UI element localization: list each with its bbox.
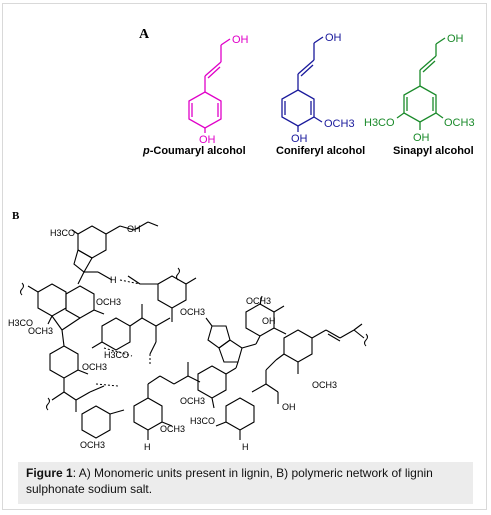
panel-a-label: A — [139, 27, 150, 42]
label-h-lowright: H — [242, 442, 249, 452]
label-och3-lowmid: OCH3 — [312, 380, 337, 390]
sinapyl-name: Sinapyl alcohol — [393, 145, 474, 157]
label-h3co-top: H3CO — [50, 228, 75, 238]
coniferyl-methoxy: OCH3 — [324, 118, 355, 130]
sinapyl-oh-top: OH — [447, 33, 464, 45]
p-coumaryl-structure — [188, 38, 231, 133]
figure-caption: Figure 1: A) Monomeric units present in … — [26, 465, 471, 497]
label-h-bond: H — [110, 275, 117, 285]
label-h3co-left: H3CO — [8, 318, 33, 328]
sinapyl-methoxy-right: OCH3 — [444, 117, 475, 129]
panel-b-label: B — [12, 210, 20, 222]
p-coumaryl-oh-bottom: OH — [199, 134, 216, 146]
p-coumaryl-name: p-Coumaryl alcohol — [143, 145, 246, 157]
label-oh-tail: OH — [127, 224, 141, 234]
wavy-bond-ends — [20, 267, 368, 411]
label-h-low: H — [144, 442, 151, 452]
label-och3-2: OCH3 — [28, 326, 53, 336]
label-och3-3: OCH3 — [180, 307, 205, 317]
label-och3-center: OCH3 — [180, 396, 205, 406]
coniferyl-name: Coniferyl alcohol — [276, 145, 366, 157]
lignin-network-structure — [27, 221, 365, 440]
sinapyl-methoxy-left: H3CO — [364, 117, 395, 129]
label-och3-lowright: OCH3 — [160, 424, 185, 434]
label-och3-1: OCH3 — [96, 297, 121, 307]
sinapyl-structure — [396, 37, 446, 130]
label-h3co-lowright: H3CO — [190, 416, 215, 426]
label-h3co-mid: H3CO — [104, 350, 129, 360]
label-och3-right: OCH3 — [246, 296, 271, 306]
label-oh-ring: OH — [262, 316, 276, 326]
label-oh-right: OH — [282, 402, 296, 412]
coniferyl-oh-top: OH — [325, 32, 342, 44]
label-och3-bottom: OCH3 — [80, 440, 105, 450]
hydrogen-bonds — [95, 279, 151, 387]
coniferyl-structure — [281, 36, 324, 132]
sinapyl-oh-bottom: OH — [413, 132, 430, 144]
label-och3-4: OCH3 — [82, 362, 107, 372]
caption-background — [18, 462, 473, 504]
p-coumaryl-oh-top: OH — [232, 34, 249, 46]
caption-label: Figure 1 — [26, 466, 73, 480]
coniferyl-oh-bottom: OH — [291, 133, 308, 145]
figure-frame — [2, 3, 487, 510]
caption-text: : A) Monomeric units present in lignin, … — [26, 466, 433, 496]
